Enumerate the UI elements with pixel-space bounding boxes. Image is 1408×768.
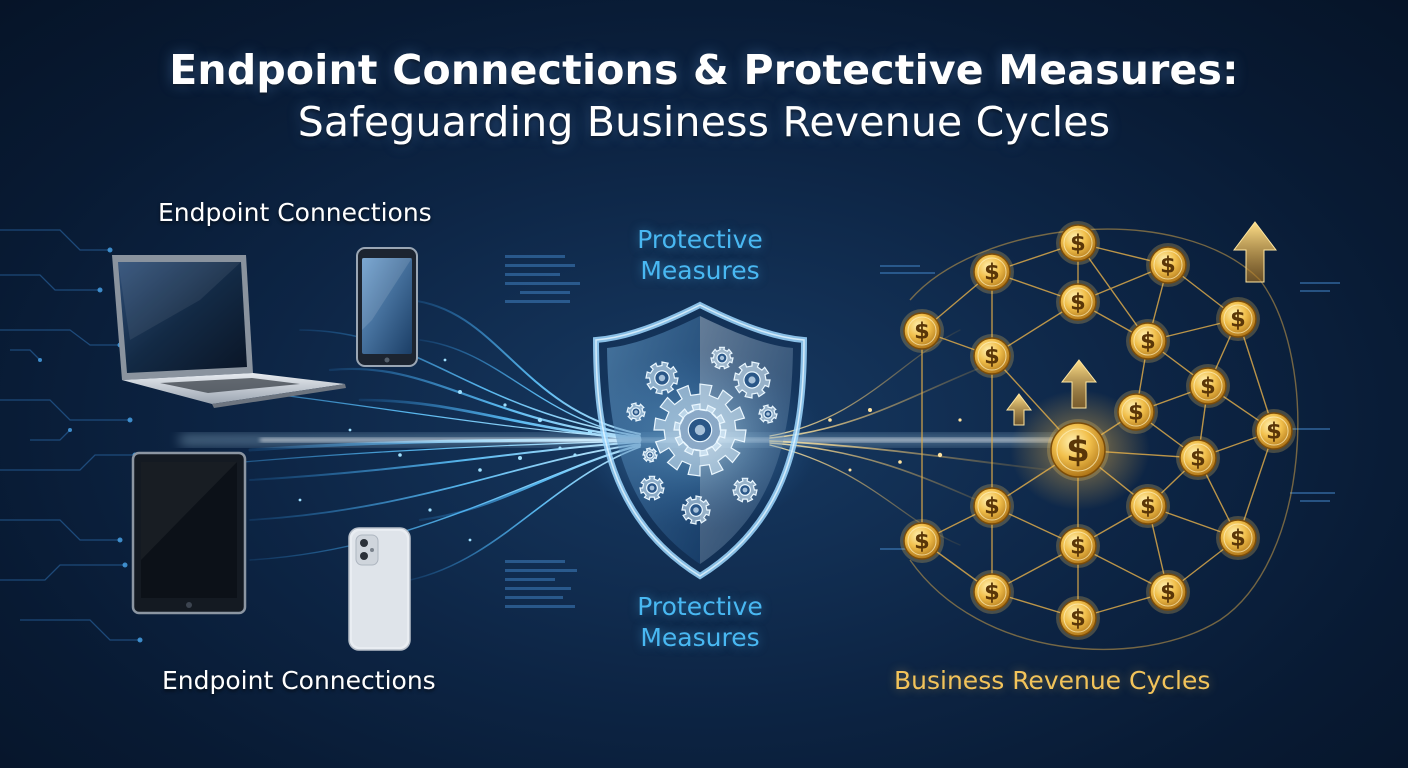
- coin-icon: $: [1126, 319, 1170, 363]
- svg-text:$: $: [1070, 606, 1086, 632]
- svg-text:$: $: [984, 580, 1000, 606]
- svg-text:$: $: [1266, 419, 1282, 445]
- coin-icon: $: [1176, 436, 1220, 480]
- svg-text:$: $: [1160, 253, 1176, 279]
- protective-measures-label-top: Protective Measures: [600, 224, 800, 286]
- svg-text:$: $: [1070, 290, 1086, 316]
- protective-label-line-1: Protective: [637, 225, 763, 254]
- gear-icon: [710, 346, 734, 370]
- protective-measures-label-bottom: Protective Measures: [600, 591, 800, 653]
- coin-icon: $: [970, 484, 1014, 528]
- svg-text:$: $: [1066, 430, 1090, 469]
- protective-label-line-2: Measures: [640, 623, 760, 652]
- page-title-line-2: Safeguarding Business Revenue Cycles: [297, 98, 1111, 146]
- gear-icon: [758, 404, 778, 424]
- coin-icon: $: [1126, 484, 1170, 528]
- coin-icon: $: [970, 250, 1014, 294]
- gear-icon: [732, 477, 758, 503]
- protective-label-line-1: Protective: [637, 592, 763, 621]
- svg-text:$: $: [1128, 400, 1144, 426]
- svg-text:$: $: [1230, 526, 1246, 552]
- gear-cluster: [626, 346, 778, 525]
- svg-text:$: $: [914, 319, 930, 345]
- gear-icon: [673, 403, 727, 457]
- laptop-icon: [112, 255, 346, 408]
- svg-text:$: $: [1140, 329, 1156, 355]
- coin-icon: $: [1047, 419, 1109, 481]
- svg-text:$: $: [984, 494, 1000, 520]
- coin-icon: $: [900, 519, 944, 563]
- svg-text:$: $: [1070, 231, 1086, 257]
- coin-icon: $: [1252, 409, 1296, 453]
- coin-icon: $: [1186, 364, 1230, 408]
- network-link: [1077, 242, 1149, 342]
- data-particles-gold: [828, 408, 962, 472]
- coin-icon: $: [1216, 297, 1260, 341]
- svg-text:$: $: [1230, 307, 1246, 333]
- coin-icon: $: [1146, 243, 1190, 287]
- coin-icon: $: [970, 334, 1014, 378]
- svg-text:$: $: [1070, 534, 1086, 560]
- coin-icon: $: [1056, 524, 1100, 568]
- growth-arrow-icon: [1233, 221, 1277, 283]
- endpoint-connections-label-top: Endpoint Connections: [158, 198, 432, 227]
- gear-icon: [626, 402, 646, 422]
- coin-icon: $: [1114, 390, 1158, 434]
- coin-icon: $: [1216, 516, 1260, 560]
- coin-icon: $: [1146, 570, 1190, 614]
- network-link: [1237, 318, 1275, 432]
- gear-icon: [733, 361, 771, 399]
- circuit-traces-left: [0, 229, 140, 641]
- page-title-line-1: Endpoint Connections & Protective Measur…: [169, 46, 1239, 94]
- growth-arrow-icon: [1060, 359, 1098, 409]
- network-link: [1237, 430, 1275, 539]
- coin-icon: $: [1056, 221, 1100, 265]
- business-revenue-cycles-label: Business Revenue Cycles: [894, 666, 1211, 695]
- coin-icon: $: [970, 570, 1014, 614]
- svg-text:$: $: [1140, 494, 1156, 520]
- protective-label-line-2: Measures: [640, 256, 760, 285]
- svg-text:$: $: [914, 529, 930, 555]
- gear-icon: [642, 447, 658, 463]
- gear-icon: [681, 495, 711, 525]
- gear-icon: [639, 475, 665, 501]
- smartphone-icon: [356, 247, 418, 367]
- svg-text:$: $: [984, 260, 1000, 286]
- tablet-icon: [131, 451, 247, 615]
- coin-icon: $: [900, 309, 944, 353]
- white-smartphone-icon: [348, 527, 411, 651]
- growth-arrow-icon: [1006, 393, 1032, 426]
- svg-text:$: $: [1190, 446, 1206, 472]
- binary-text-blocks: [505, 255, 1340, 608]
- svg-text:$: $: [1160, 580, 1176, 606]
- coin-icon: $: [1056, 596, 1100, 640]
- svg-text:$: $: [1200, 374, 1216, 400]
- coin-network: $ $ $ $ $ $ $ $ $ $ $ $ $ $ $ $ $ $ $ $ $: [900, 221, 1296, 640]
- endpoint-connections-label-bottom: Endpoint Connections: [162, 666, 436, 695]
- svg-text:$: $: [984, 344, 1000, 370]
- coin-icon: $: [1056, 280, 1100, 324]
- gear-icon: [645, 361, 679, 395]
